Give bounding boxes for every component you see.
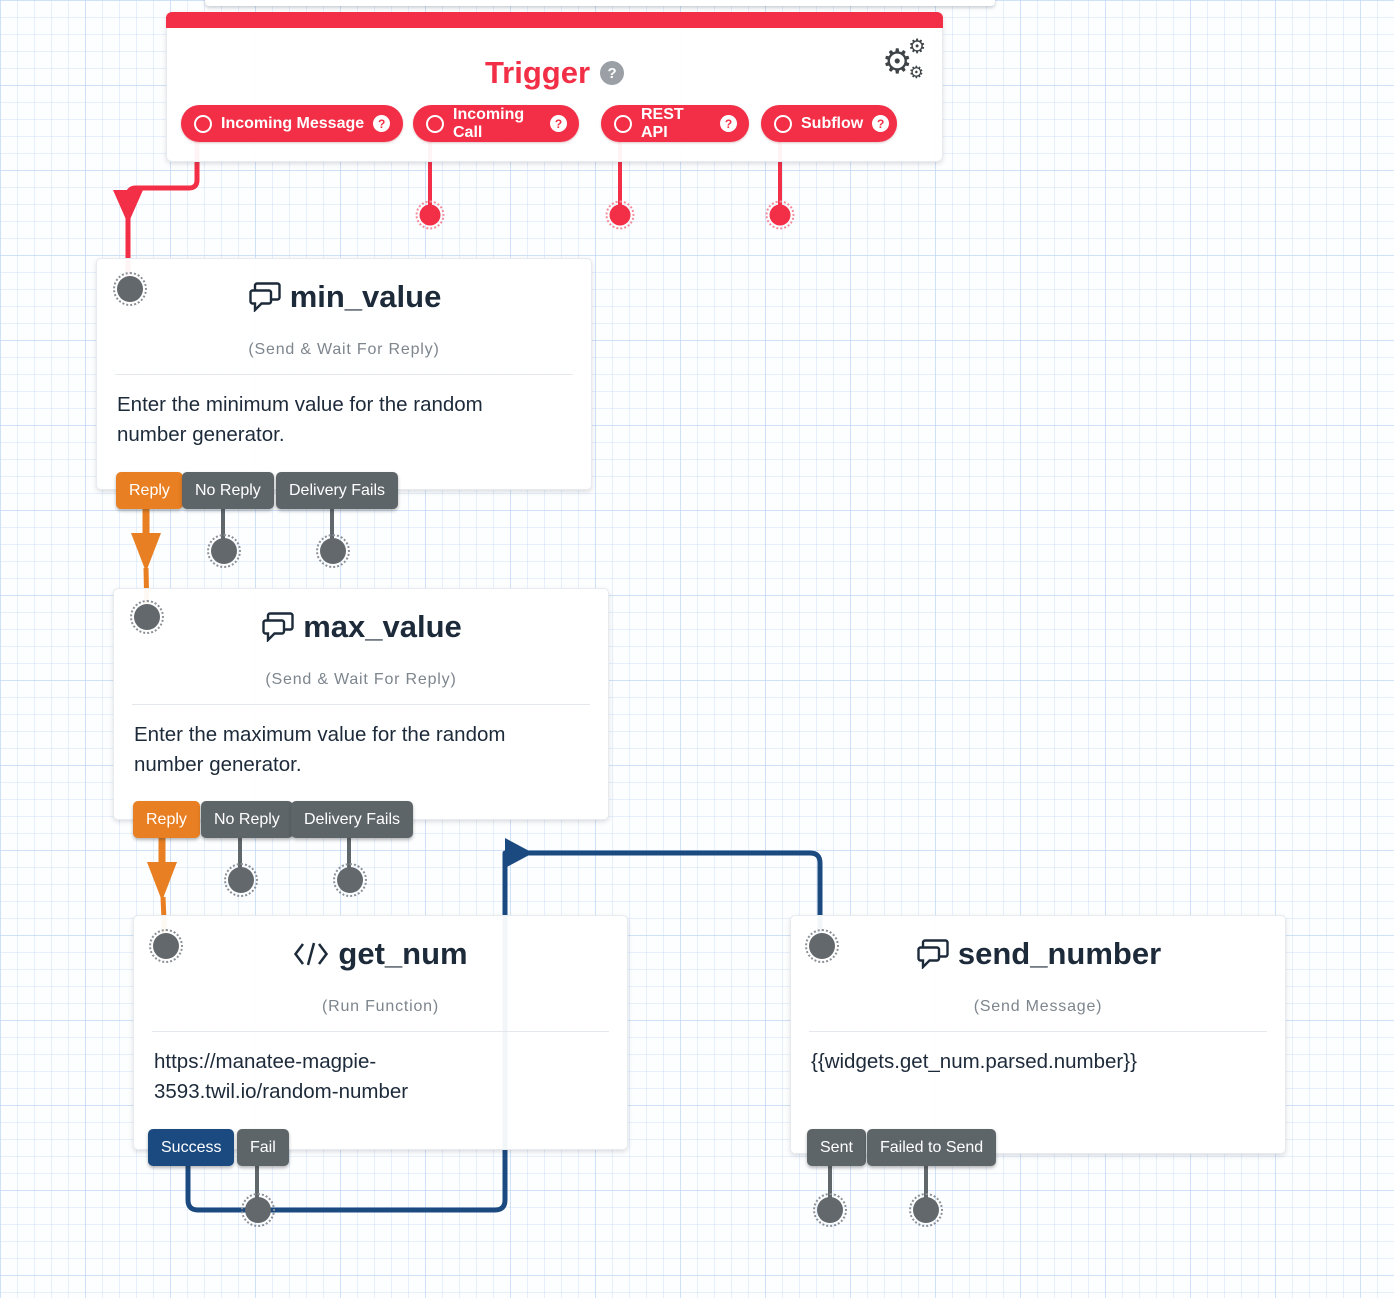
trigger-widget[interactable]: Trigger ? ⚙ ⚙ ⚙ Incoming Message ? Incom…: [166, 12, 943, 162]
widget-body-text: Enter the minimum value for the random n…: [117, 393, 483, 446]
chat-bubbles-icon: [248, 282, 281, 312]
connection-success-to-send-number[interactable]: [185, 850, 823, 1213]
send-number-failed-dot[interactable]: [909, 1193, 943, 1227]
divider: [152, 1031, 609, 1032]
pill-label: Incoming Call: [453, 105, 525, 141]
max-value-no-reply-dot[interactable]: [224, 863, 258, 897]
radio-circle-icon: [194, 114, 212, 133]
send-number-input-dot[interactable]: [805, 929, 839, 963]
connection-arrowhead-orange-1: [131, 533, 161, 572]
chat-bubbles-icon: [262, 612, 294, 642]
transition-reply-button[interactable]: Reply: [116, 472, 183, 509]
help-circle-icon[interactable]: ?: [720, 115, 737, 132]
connection-arrowhead-orange-2: [147, 862, 177, 901]
transition-fail-button[interactable]: Fail: [237, 1129, 289, 1166]
widget-name: get_num: [338, 936, 468, 971]
help-circle-icon[interactable]: ?: [550, 115, 567, 132]
min-value-input-dot[interactable]: [113, 272, 147, 306]
divider: [809, 1031, 1267, 1032]
offscreen-card-edge: [205, 0, 995, 6]
transition-no-reply-button[interactable]: No Reply: [201, 801, 293, 838]
pill-label: Incoming Message: [221, 114, 365, 132]
widget-type: (Send Message): [973, 998, 1103, 1015]
widget-get-num[interactable]: get_num (Run Function) https://manatee-m…: [133, 915, 628, 1166]
trigger-red-bar: [166, 12, 943, 28]
widget-body-text: Enter the maximum value for the random n…: [134, 723, 506, 776]
min-value-no-reply-dot[interactable]: [207, 534, 241, 568]
code-icon: [294, 942, 329, 966]
max-value-input-dot[interactable]: [130, 600, 164, 634]
widget-title-row: get_num: [134, 916, 627, 972]
transition-failed-to-send-button[interactable]: Failed to Send: [867, 1129, 997, 1166]
trigger-rest-api-connector-dot[interactable]: [605, 200, 635, 230]
widget-send-number[interactable]: send_number (Send Message) {{widgets.get…: [790, 915, 1286, 1166]
widget-title-row: min_value: [97, 259, 591, 315]
trigger-pill-rest-api[interactable]: REST API ?: [601, 105, 749, 142]
send-number-sent-dot[interactable]: [813, 1193, 847, 1227]
widget-min-value[interactable]: min_value (Send & Wait For Reply) Enter …: [96, 258, 592, 509]
trigger-pill-subflow[interactable]: Subflow ?: [761, 105, 897, 142]
widget-name: max_value: [303, 609, 462, 644]
connection-arrowhead-navy: [505, 838, 533, 868]
trigger-title: Trigger: [484, 55, 591, 90]
divider: [132, 704, 590, 705]
get-num-input-dot[interactable]: [149, 929, 183, 963]
widget-name: min_value: [289, 279, 442, 314]
widget-type: (Run Function): [321, 998, 440, 1015]
widget-body-text: {{widgets.get_num.parsed.number}}: [811, 1050, 1137, 1073]
widget-name: send_number: [957, 936, 1162, 971]
radio-circle-icon: [614, 114, 632, 133]
gears-icon[interactable]: ⚙ ⚙ ⚙: [882, 36, 926, 82]
radio-circle-icon: [426, 114, 444, 133]
trigger-pill-incoming-message[interactable]: Incoming Message ?: [181, 105, 403, 142]
widget-max-value[interactable]: max_value (Send & Wait For Reply) Enter …: [113, 588, 609, 838]
help-circle-icon[interactable]: ?: [373, 115, 391, 132]
help-circle-icon[interactable]: ?: [872, 115, 890, 132]
get-num-fail-dot[interactable]: [241, 1193, 275, 1227]
transition-success-button[interactable]: Success: [148, 1129, 235, 1166]
widget-title-row: send_number: [791, 916, 1285, 972]
transition-reply-button[interactable]: Reply: [133, 801, 200, 838]
transition-sent-button[interactable]: Sent: [807, 1129, 866, 1166]
transition-delivery-fails-button[interactable]: Delivery Fails: [276, 472, 399, 509]
divider: [115, 374, 573, 375]
chat-bubbles-icon: [917, 939, 949, 969]
widget-type: (Send & Wait For Reply): [248, 341, 440, 358]
trigger-pill-incoming-call[interactable]: Incoming Call ?: [413, 105, 579, 142]
radio-circle-icon: [774, 114, 792, 133]
pill-label: REST API: [641, 105, 684, 141]
widget-body-text: https://manatee-magpie- 3593.twil.io/ran…: [154, 1050, 409, 1103]
transition-no-reply-button[interactable]: No Reply: [182, 472, 274, 509]
trigger-title-row: Trigger ?: [167, 55, 942, 91]
transition-delivery-fails-button[interactable]: Delivery Fails: [291, 801, 414, 838]
max-value-delivery-fails-dot[interactable]: [333, 863, 367, 897]
trigger-subflow-connector-dot[interactable]: [765, 200, 795, 230]
trigger-help-icon[interactable]: ?: [600, 61, 625, 85]
min-value-delivery-fails-dot[interactable]: [316, 534, 350, 568]
widget-type: (Send & Wait For Reply): [265, 671, 457, 688]
pill-label: Subflow: [801, 114, 864, 132]
connection-arrowhead-red: [113, 190, 143, 224]
trigger-incoming-call-connector-dot[interactable]: [415, 200, 445, 230]
widget-title-row: max_value: [114, 589, 608, 645]
